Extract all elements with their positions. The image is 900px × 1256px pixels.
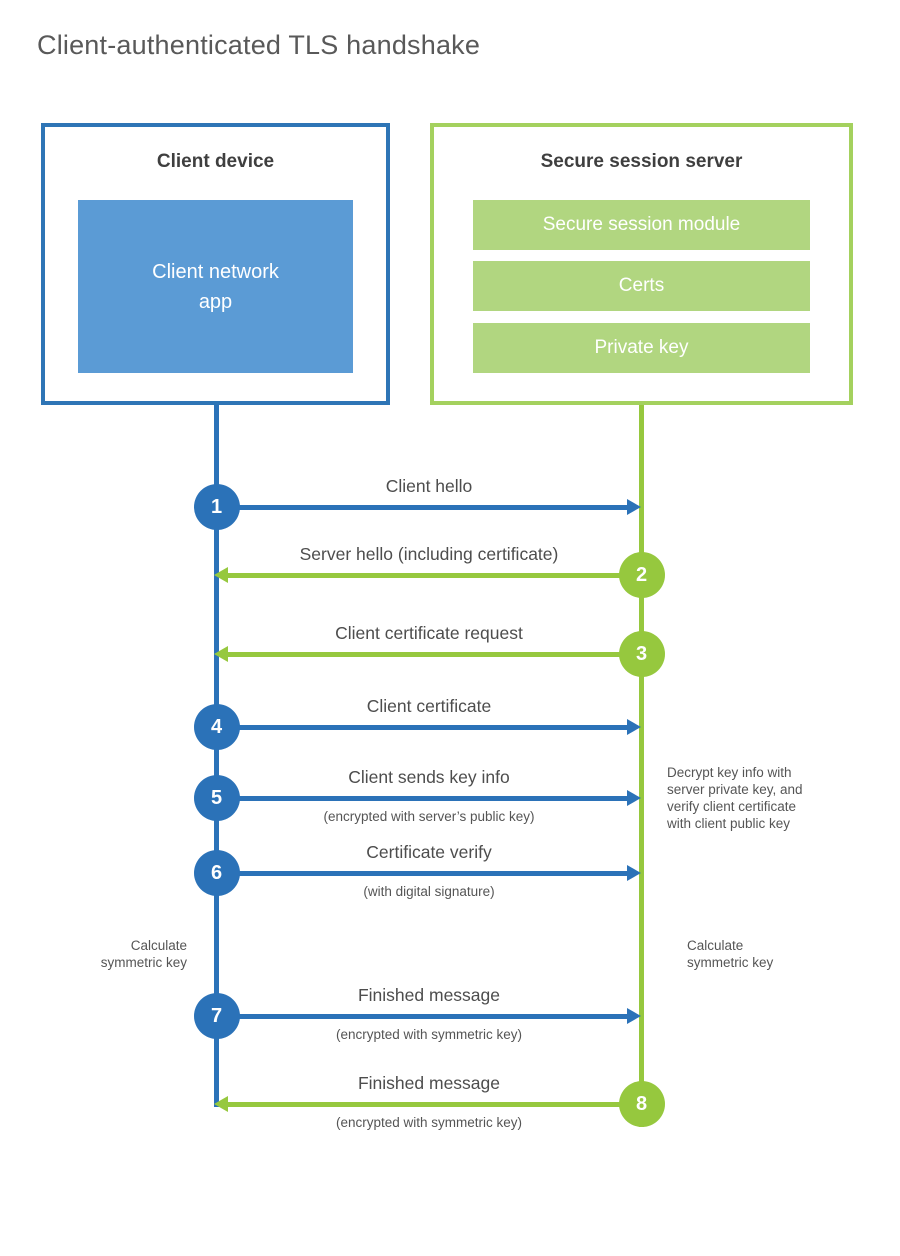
step-1-label: Client hello <box>385 476 473 496</box>
client-device-title: Client device <box>156 151 275 172</box>
step-6-arrowhead-icon <box>627 865 641 881</box>
server-lifeline <box>639 405 644 1127</box>
step-3-arrowhead-icon <box>214 646 228 662</box>
step-5-arrowhead-icon <box>627 790 641 806</box>
decrypt-note: Decrypt key info with server private key… <box>667 765 803 831</box>
step-3-circle: 3 <box>618 631 665 677</box>
step-3-arrow-line <box>228 651 641 657</box>
step-7-arrowhead-icon <box>627 1008 641 1024</box>
step-6-sublabel: (with digital signature) <box>363 884 495 899</box>
step-4-label: Client certificate <box>366 696 492 716</box>
step-8-label: Finished message <box>357 1073 501 1093</box>
page-title: Client-authenticated TLS handshake <box>37 30 481 60</box>
secure-session-server-title: Secure session server <box>540 151 743 172</box>
step-1-arrow-line <box>216 504 627 510</box>
step-4-arrow-line <box>216 724 627 730</box>
step-8-circle: 8 <box>618 1081 665 1127</box>
client-device-box: Client device Client network app <box>41 123 390 405</box>
step-4-circle: 4 <box>193 704 240 750</box>
secure-session-server-box: Secure session server Secure session mod… <box>430 123 853 405</box>
step-8-arrowhead-icon <box>214 1096 228 1112</box>
step-7-circle: 7 <box>193 993 240 1039</box>
step-5-arrow-line <box>216 795 627 801</box>
step-2-circle: 2 <box>618 552 665 598</box>
step-2-arrow-line <box>228 572 641 578</box>
step-4-arrowhead-icon <box>627 719 641 735</box>
step-8-arrow-line <box>228 1101 641 1107</box>
step-1-circle: 1 <box>193 484 240 530</box>
client-network-app-box: Client network app <box>78 200 353 373</box>
calculate-symmetric-key-note-client: Calculate symmetric key <box>100 938 187 970</box>
step-6-label: Certificate verify <box>366 842 492 862</box>
server-module-private-key: Private key <box>473 323 810 373</box>
server-module-secure-session: Secure session module <box>473 200 810 250</box>
server-module-certs: Certs <box>473 261 810 311</box>
step-5-circle: 5 <box>193 775 240 821</box>
step-6-circle: 6 <box>193 850 240 896</box>
step-2-arrowhead-icon <box>214 567 228 583</box>
step-6-arrow-line <box>216 870 627 876</box>
step-7-arrow-line <box>216 1013 627 1019</box>
step-5-label: Client sends key info <box>348 767 510 787</box>
step-1-arrowhead-icon <box>627 499 641 515</box>
step-2-label: Server hello (including certificate) <box>299 544 559 564</box>
client-lifeline <box>214 405 219 1107</box>
step-7-sublabel: (encrypted with symmetric key) <box>335 1027 523 1042</box>
step-3-label: Client certificate request <box>335 623 523 643</box>
calculate-symmetric-key-note-server: Calculate symmetric key <box>687 938 774 970</box>
step-5-sublabel: (encrypted with server’s public key) <box>323 809 535 824</box>
step-8-sublabel: (encrypted with symmetric key) <box>335 1115 523 1130</box>
step-7-label: Finished message <box>357 985 501 1005</box>
